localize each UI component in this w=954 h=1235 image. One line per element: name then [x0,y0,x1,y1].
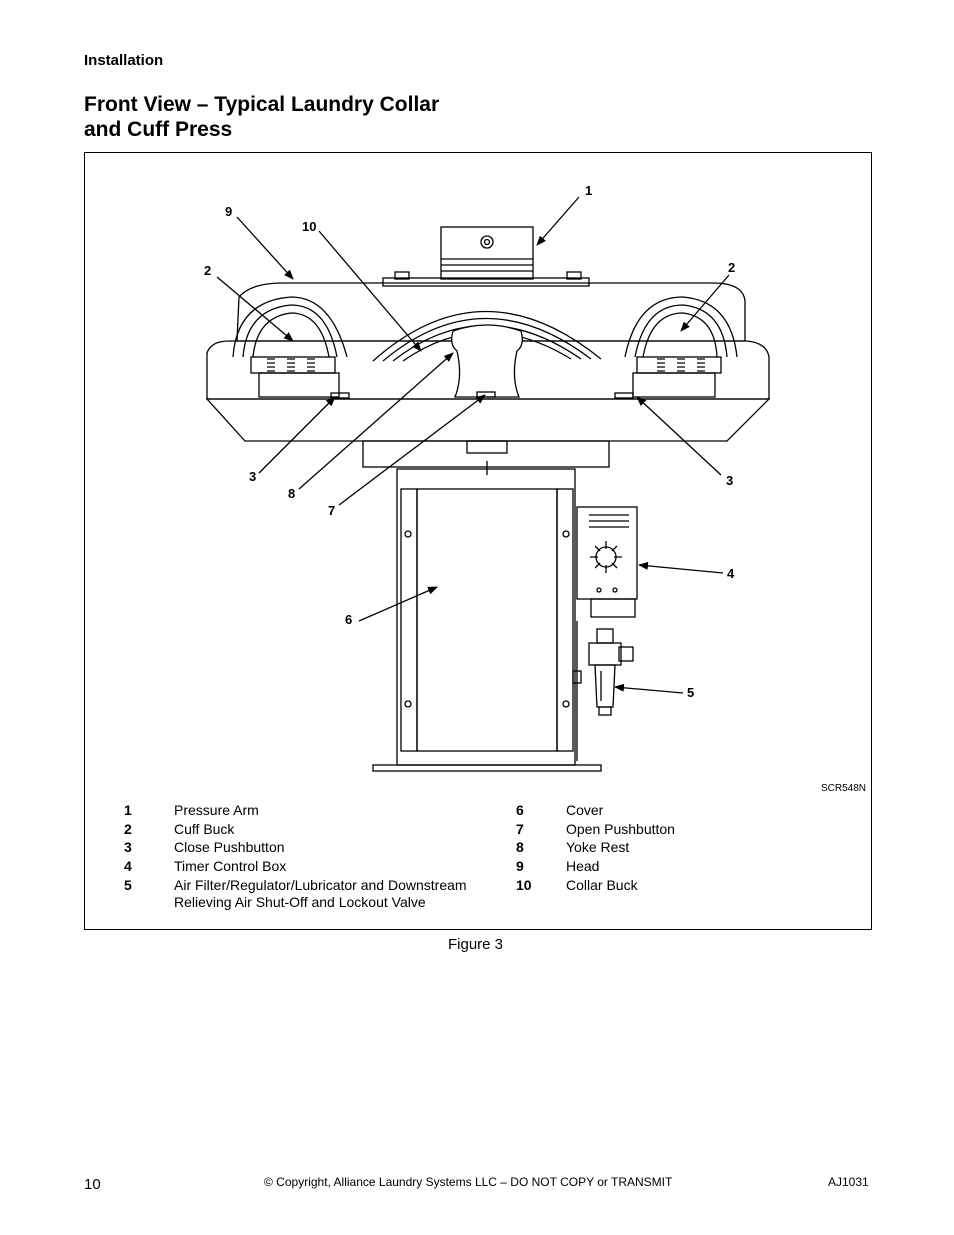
legend-number: 6 [516,802,524,818]
legend-label: Yoke Rest [566,839,630,855]
callout-5: 5 [687,685,694,700]
legend-label: Close Pushbutton [174,839,285,855]
yoke-rest [451,324,523,398]
callout-10: 10 [302,219,316,234]
callout-6: 6 [345,612,352,627]
timer-control-box [576,506,638,618]
callout-7: 7 [328,503,335,518]
cuff-buck-left [232,296,348,398]
figure-frame: 1 9 10 2 2 3 3 8 7 4 6 5 SCR548N 1 Press… [84,152,872,930]
callout-2-right: 2 [728,260,735,275]
legend-label: Cuff Buck [174,821,235,837]
legend-label: Air Filter/Regulator/Lubricator and Down… [174,877,467,910]
frame-cover [372,468,602,772]
section-header: Installation [84,52,164,69]
cuff-buck-right [624,296,738,398]
head [205,282,771,442]
copyright-notice: © Copyright, Alliance Laundry Systems LL… [264,1175,673,1189]
page-title: Front View – Typical Laundry Collar and … [84,92,439,142]
legend-number: 8 [516,839,524,855]
legend-label: Cover [566,802,604,818]
figure-reference-code: SCR548N [821,783,867,794]
legend-label: Timer Control Box [174,858,287,874]
legend-label: Open Pushbutton [566,821,675,837]
legend-number: 3 [124,839,132,855]
page-title-line-1: Front View – Typical Laundry Collar [84,93,440,116]
legend-number: 2 [124,821,132,837]
legend-number: 5 [124,877,132,893]
press-front-view-drawing: 1 9 10 2 2 3 3 8 7 4 6 5 [204,183,771,772]
page-number: 10 [84,1176,101,1193]
air-filter-regulator [572,621,634,761]
callout-8: 8 [288,486,295,501]
legend-left: 1 Pressure Arm 2 Cuff Buck 3 Close Pushb… [124,802,504,922]
figure-caption: Figure 3 [448,936,504,953]
legend-label: Head [566,858,600,874]
pressure-arm [440,226,534,280]
legend-number: 9 [516,858,524,874]
document-id: AJ1031 [828,1175,869,1189]
callout-3-right: 3 [726,473,733,488]
callout-3-left: 3 [249,469,256,484]
callout-9: 9 [225,204,232,219]
callout-2-left: 2 [204,263,211,278]
callout-4: 4 [727,566,735,581]
legend-number: 4 [124,858,132,874]
callout-1: 1 [585,183,592,198]
legend-right: 6 Cover 7 Open Pushbutton 8 Yoke Rest 9 … [516,802,856,922]
legend-label: Collar Buck [566,877,638,893]
legend-number: 7 [516,821,524,837]
legend-number: 10 [516,877,532,893]
page-title-line-2: and Cuff Press [84,118,233,141]
legend-label: Pressure Arm [174,802,259,818]
legend-number: 1 [124,802,132,818]
